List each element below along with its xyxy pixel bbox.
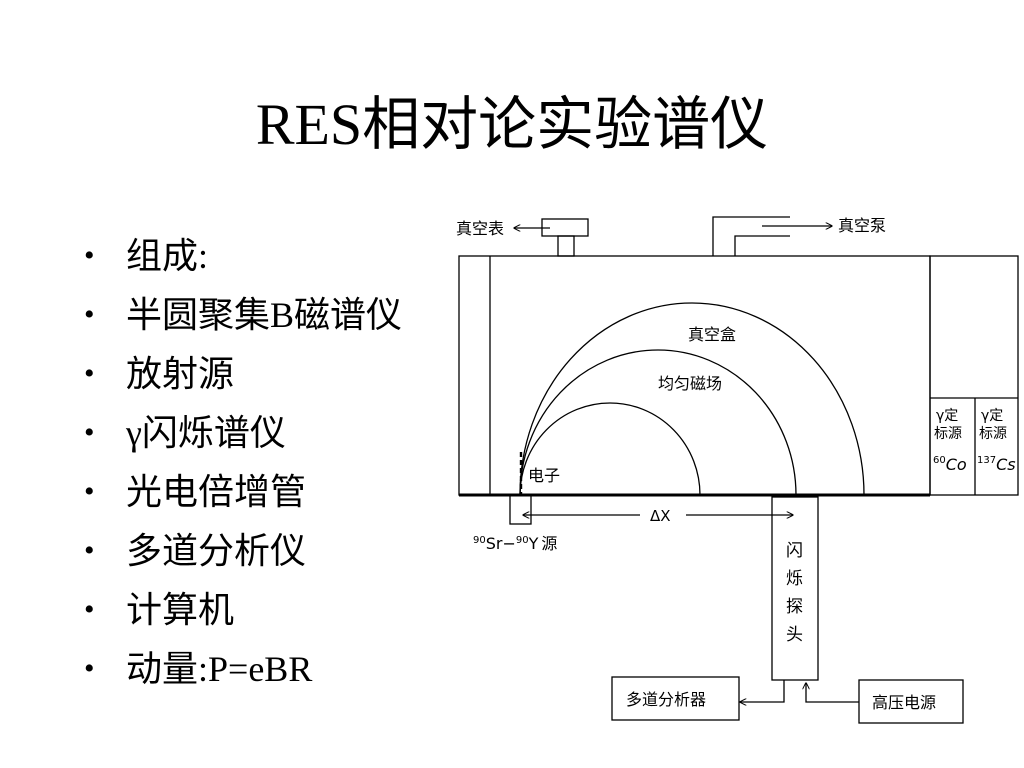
vacuum-box-label: 真空盒 bbox=[688, 325, 736, 344]
probe-label-4: 头 bbox=[786, 625, 803, 645]
gamma-cal-1-element: Co bbox=[946, 455, 967, 474]
probe-label-2: 烁 bbox=[786, 569, 803, 589]
electron-trajectory-small bbox=[519, 402, 701, 496]
bullet-item: 半圆聚集B磁谱仪 bbox=[84, 287, 402, 346]
gamma-cal-1-mass: 60 bbox=[933, 455, 946, 466]
scintillation-probe bbox=[771, 496, 819, 681]
hv-to-probe-line bbox=[806, 683, 859, 703]
probe-label-3: 探 bbox=[786, 597, 803, 617]
gamma-cal-2-isotope: 137Cs bbox=[977, 455, 1016, 474]
probe-label-1: 闪 bbox=[786, 541, 803, 561]
gamma-source-box bbox=[929, 255, 1019, 496]
vacuum-pump-label: 真空泵 bbox=[838, 216, 886, 235]
source-y: Y bbox=[528, 534, 539, 553]
source-holder bbox=[509, 494, 532, 525]
uniform-field-label: 均匀磁场 bbox=[658, 374, 722, 393]
bullet-item: 动量:P=eBR bbox=[84, 641, 402, 700]
source-dash: − bbox=[502, 534, 515, 553]
bullet-item: 放射源 bbox=[84, 346, 402, 405]
slide-title: RES相对论实验谱仪 bbox=[255, 92, 769, 157]
gamma-cal-2-element: Cs bbox=[996, 455, 1016, 474]
bullet-item: γ闪烁谱仪 bbox=[84, 405, 402, 464]
bullet-item: 多道分析仪 bbox=[84, 523, 402, 582]
vacuum-gauge-stem bbox=[557, 235, 575, 257]
source-y-mass: 90 bbox=[516, 535, 529, 546]
gamma-cal-1-line1: γ定 bbox=[936, 408, 958, 424]
electron-label: 电子 bbox=[528, 466, 560, 485]
gamma-cal-2-line1: γ定 bbox=[981, 408, 1003, 424]
delta-x-label: ΔX bbox=[650, 507, 671, 525]
source-sr: Sr bbox=[486, 534, 503, 553]
source-sr-mass: 90 bbox=[473, 535, 486, 546]
electron-trajectory-large bbox=[519, 302, 865, 496]
mca-label: 多道分析器 bbox=[626, 690, 706, 709]
gamma-cal-1-isotope: 60Co bbox=[933, 455, 967, 474]
gamma-cal-1-line2: 标源 bbox=[934, 426, 962, 442]
mca-box bbox=[611, 676, 740, 721]
bullet-item: 光电倍增管 bbox=[84, 464, 402, 523]
hv-label: 高压电源 bbox=[872, 693, 936, 712]
source-suffix: 源 bbox=[541, 534, 557, 553]
vacuum-gauge-label: 真空表 bbox=[456, 219, 504, 238]
bullet-item: 计算机 bbox=[84, 582, 402, 641]
bullet-list: 组成: 半圆聚集B磁谱仪 放射源 γ闪烁谱仪 光电倍增管 多道分析仪 计算机 动… bbox=[84, 228, 402, 700]
gamma-cal-2-line2: 标源 bbox=[979, 426, 1007, 442]
gamma-cal-2-mass: 137 bbox=[977, 455, 996, 466]
probe-to-mca-line bbox=[740, 680, 785, 702]
electron-trajectory-medium bbox=[519, 349, 797, 496]
bullet-item: 组成: bbox=[84, 228, 402, 287]
vacuum-pump-pipe-outer bbox=[712, 216, 790, 256]
vacuum-pump-pipe-inner bbox=[734, 235, 790, 256]
